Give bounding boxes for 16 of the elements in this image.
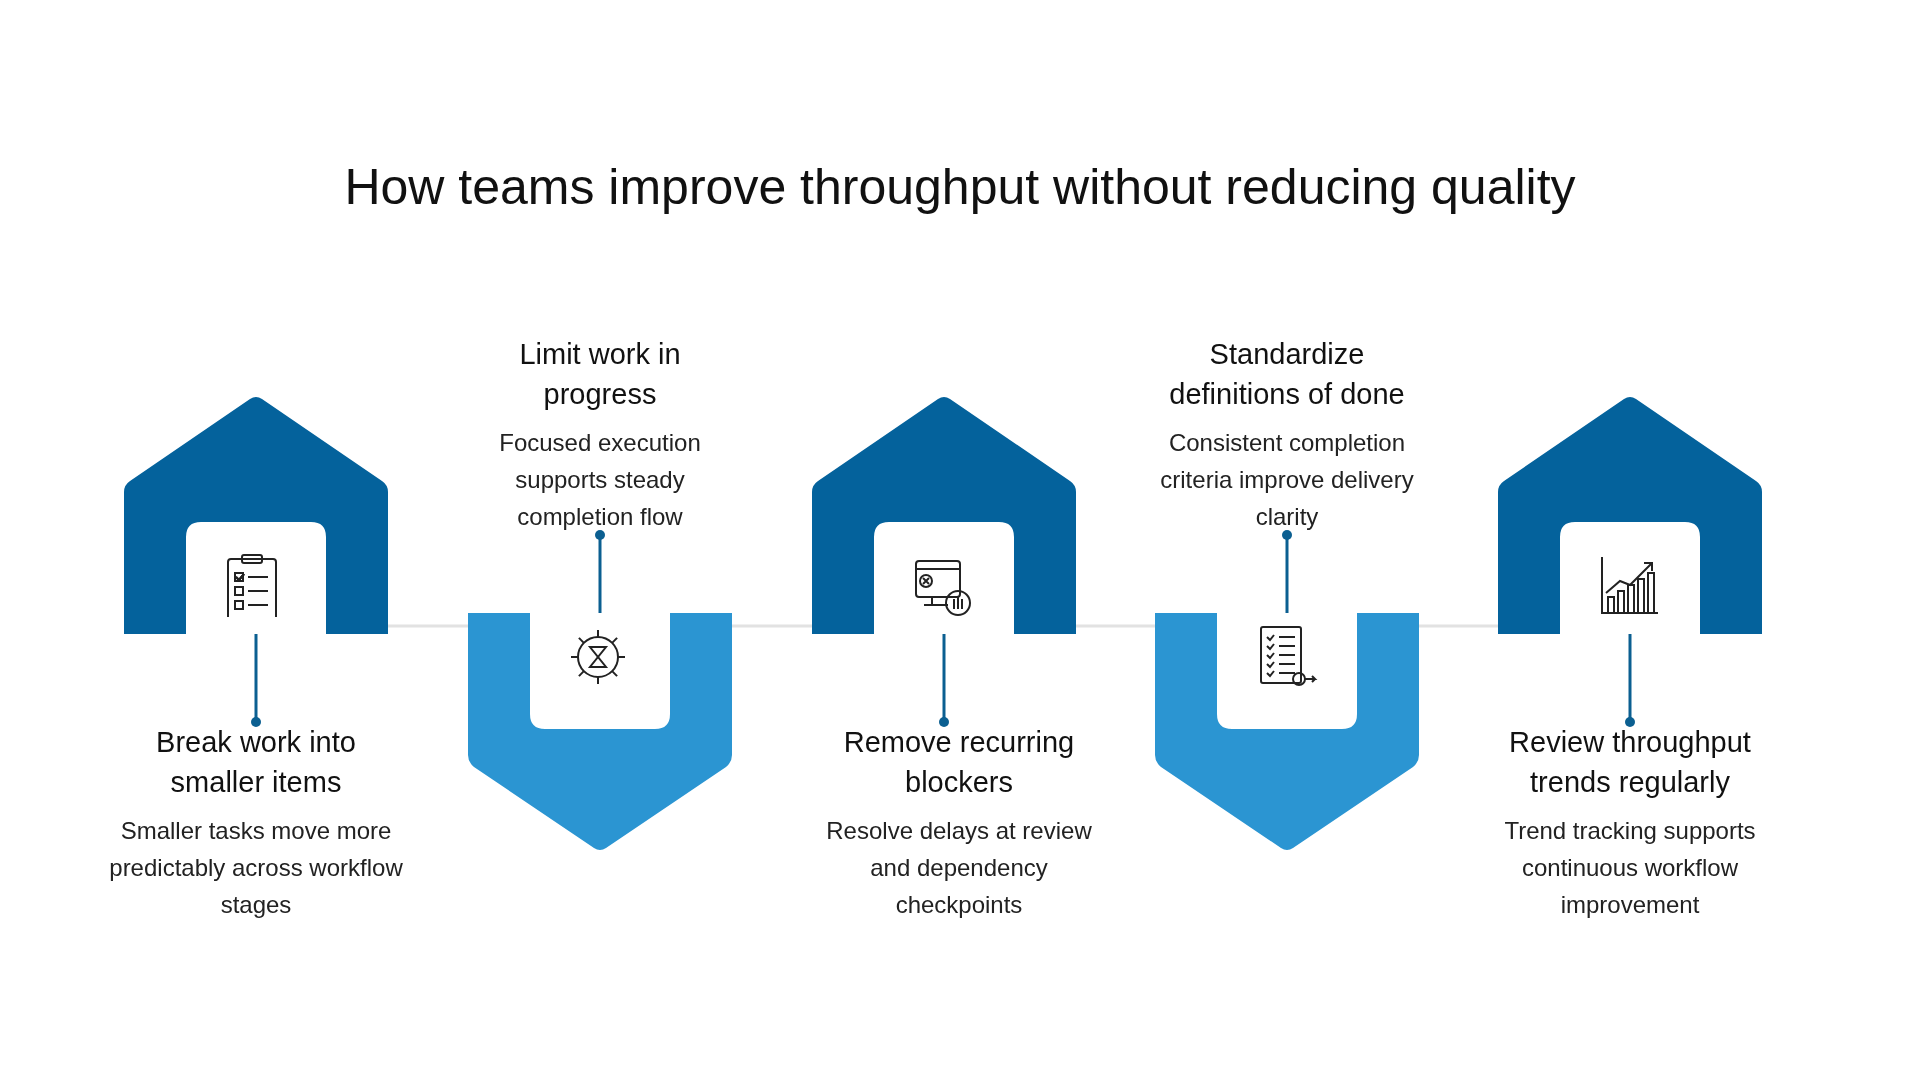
step-description: Consistent completion criteria improve delivery clarity	[1159, 428, 1415, 532]
step-heading: Review throughput trends regularly	[1508, 725, 1752, 800]
title: How teams improve throughput without reducing quality	[343, 158, 1577, 216]
leader-line	[595, 530, 605, 613]
step-heading: Remove recurring blockers	[842, 725, 1076, 800]
step-heading: Standardize definitions of done	[1168, 337, 1406, 412]
step-description: Smaller tasks move more predictably across workflow stages	[108, 816, 404, 920]
step-description: Trend tracking supports continuous workflow improvement	[1503, 816, 1757, 920]
step-description: Resolve delays at review and dependency checkpoints	[825, 816, 1093, 920]
step-heading: Limit work in progress	[518, 337, 682, 412]
leader-line	[1625, 634, 1635, 727]
leader-line	[1282, 530, 1292, 613]
leader-line	[251, 634, 261, 727]
step-description: Focused execution supports steady completion flow	[498, 428, 702, 532]
leader-line	[939, 634, 949, 727]
step-heading: Break work into smaller items	[155, 725, 357, 800]
